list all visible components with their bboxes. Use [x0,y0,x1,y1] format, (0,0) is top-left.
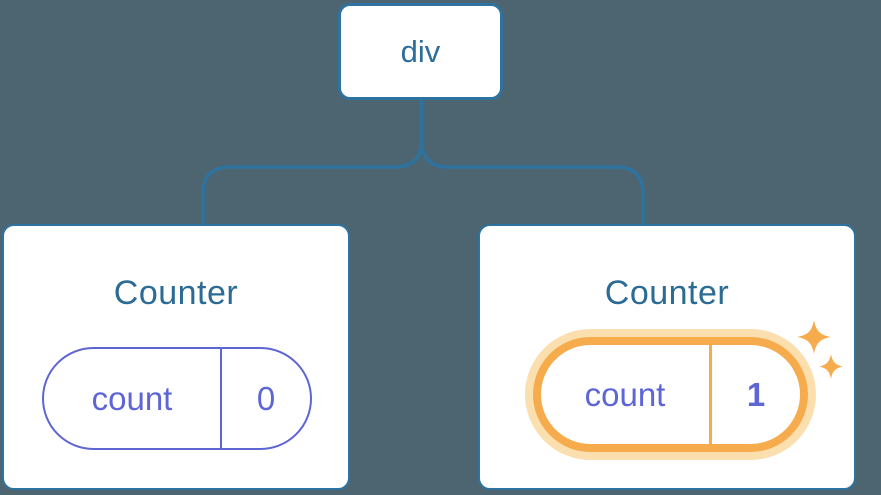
component-title: Counter [604,274,730,312]
counter-card-right: Counter count 1 [478,224,856,490]
state-pill-label: count [91,379,173,417]
state-pill-label: count [584,375,666,413]
state-pill-highlighted: count 1 [533,337,808,452]
root-node: div [338,3,503,100]
state-pill: count 0 [42,347,312,450]
counter-card-left: Counter count 0 [2,224,350,490]
root-node-label: div [400,33,441,69]
pill-divider [220,349,222,448]
state-pill-value: 1 [746,375,766,413]
pill-divider [709,345,712,444]
state-pill-value: 0 [256,379,276,417]
component-title: Counter [113,274,239,312]
